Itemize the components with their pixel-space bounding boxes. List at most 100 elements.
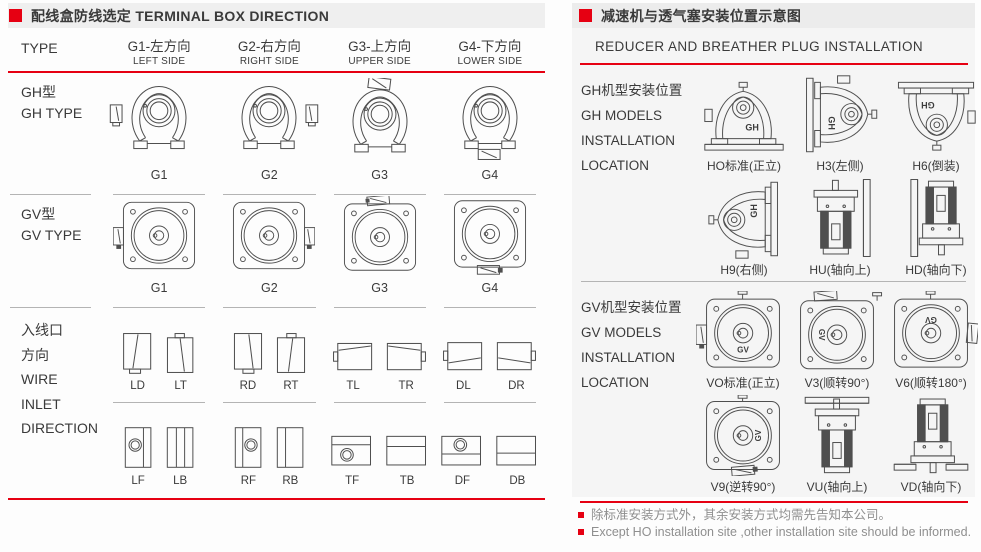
- gv-g2-cell: G2: [214, 195, 324, 308]
- type-column-header: TYPE: [21, 40, 58, 56]
- wire-dr: DR: [494, 339, 538, 392]
- wire-rf: RF: [232, 425, 265, 487]
- wire-lb: LB: [164, 425, 197, 487]
- wire-label-line4: INLET: [21, 395, 61, 412]
- gv-v3-housing-label: GV: [817, 329, 826, 341]
- wire-lt-diagram: [166, 333, 193, 373]
- wire-df-diagram: [441, 435, 482, 466]
- g2-header-zh: G2-右方向: [237, 39, 301, 54]
- gh-gv-divider: [581, 281, 966, 282]
- gh-hu-diagram: [813, 179, 871, 257]
- gv-vo-housing-label: GV: [737, 346, 749, 355]
- gv-label-zh: GV型: [21, 206, 56, 222]
- direction-table-header: TYPE G1-左方向 LEFT SIDE G2-右方向 RIGHT SIDE …: [8, 28, 545, 71]
- gv-row-label: GV型 GV TYPE: [8, 195, 104, 308]
- wire-row-1: LD LT RD RT: [104, 308, 545, 403]
- right-panel-title: 减速机与透气塞安装位置示意图: [601, 7, 802, 24]
- gv-v9-diagram: GV: [706, 395, 780, 476]
- gh-models-line3: INSTALLATION: [581, 133, 676, 148]
- left-title-en: TERMINAL BOX DIRECTION: [135, 7, 330, 24]
- gv-vd-cell: VD(轴向下): [884, 391, 978, 495]
- wire-tr-caption: TR: [398, 380, 414, 392]
- wire-tl-diagram: [333, 342, 373, 371]
- wire-ld-caption: LD: [130, 380, 145, 392]
- footnotes: 除标准安装方式外，其余安装方式均需先告知本公司。 Except HO insta…: [578, 507, 978, 541]
- wire-lf: LF: [122, 425, 155, 487]
- gv-models-label: GV机型安装位置 GV MODELS INSTALLATION LOCATION: [572, 287, 696, 495]
- gh-hu-caption: HU(轴向上): [809, 263, 871, 277]
- gh-h6-diagram: [897, 81, 976, 151]
- wire-rt-diagram: [276, 333, 305, 373]
- gv-models-line4: LOCATION: [581, 375, 650, 390]
- wire-lb-diagram: [166, 427, 193, 468]
- wire-pair-tf-tb: TF TB: [325, 403, 435, 498]
- wire-rd-caption: RD: [239, 380, 257, 392]
- gh-h3-cell: H3(左侧): [792, 70, 888, 174]
- footnote-en: Except HO installation site ,other insta…: [578, 524, 978, 541]
- wire-rf-caption: RF: [240, 475, 257, 487]
- wire-pair-tl-tr: TL TR: [325, 308, 435, 403]
- gv-v3-diagram: GV: [800, 291, 883, 370]
- gh-h9-caption: H9(右侧): [720, 263, 768, 277]
- gv-type-row: GV型 GV TYPE G1 G2 G3: [8, 195, 545, 308]
- wire-dr-caption: DR: [508, 380, 525, 392]
- wire-rt: RT: [274, 331, 308, 392]
- gv-g4-cell: G4: [435, 195, 545, 308]
- wire-pair-df-db: DF DB: [435, 403, 545, 498]
- wire-lf-diagram: [124, 427, 151, 468]
- gv-g1-cell: G1: [104, 195, 214, 308]
- gh-models-line1: GH机型安装位置: [581, 83, 683, 98]
- gv-v6-diagram: GV: [894, 291, 978, 368]
- gv-models-block: GV机型安装位置 GV MODELS INSTALLATION LOCATION…: [572, 282, 978, 495]
- gh-motor-g4-diagram: [462, 86, 518, 160]
- gv-v9-cell: GV V9(逆转90°): [696, 391, 790, 495]
- gv-v3-caption: V3(顺转90°): [804, 376, 870, 390]
- gh-models-label: GH机型安装位置 GH MODELS INSTALLATION LOCATION: [572, 70, 696, 278]
- gv-v6-housing-label: GV: [925, 315, 937, 324]
- gv-vo-diagram: GV: [696, 291, 780, 368]
- wire-pair-dl-dr: DL DR: [435, 308, 545, 403]
- gh-type-row: GH型 GH TYPE G1 G2 G3: [8, 73, 545, 195]
- column-header-g4: G4-下方向 LOWER SIDE: [435, 35, 545, 67]
- gh-motor-g2-diagram: [241, 86, 319, 150]
- g3-header-en: UPPER SIDE: [348, 56, 411, 67]
- gv-g2-caption: G2: [261, 281, 278, 295]
- gv-v6-cell: GV V6(顺转180°): [884, 287, 978, 391]
- g2-header-en: RIGHT SIDE: [239, 56, 299, 67]
- gh-g1-cell: G1: [104, 73, 214, 195]
- gh-ho-diagram: [704, 81, 784, 151]
- gh-h6-caption: H6(倒装): [912, 159, 960, 173]
- g4-header-zh: G4-下方向: [458, 39, 522, 54]
- section-bullet-icon: [579, 9, 592, 22]
- wire-pair-ld-lt: LD LT: [104, 308, 214, 403]
- gv-vo-cell: GV VO标准(正立): [696, 287, 790, 391]
- reducer-installation-panel: 减速机与透气塞安装位置示意图 REDUCER AND BREATHER PLUG…: [572, 3, 978, 503]
- wire-tr: TR: [384, 339, 428, 392]
- column-header-g2: G2-右方向 RIGHT SIDE: [214, 35, 324, 67]
- gv-vu-diagram: [804, 396, 870, 474]
- left-title-zh: 配线盒防线选定: [31, 7, 132, 24]
- wire-lt: LT: [164, 331, 198, 392]
- wire-db-diagram: [496, 435, 537, 466]
- wire-ld-diagram: [122, 333, 151, 374]
- wire-lf-caption: LF: [131, 475, 145, 487]
- gh-g4-caption: G4: [481, 168, 499, 182]
- gv-g4-caption: G4: [481, 281, 499, 295]
- gh-hd-diagram: [910, 179, 964, 257]
- gv-models-line1: GV机型安装位置: [581, 300, 682, 315]
- gv-models-line2: GV MODELS: [581, 325, 662, 340]
- wire-db: DB: [494, 433, 540, 487]
- gv-v9-caption: V9(逆转90°): [710, 480, 776, 494]
- right-header-divider: [580, 63, 968, 65]
- gh-g3-cell: G3: [325, 73, 435, 195]
- wire-label-line3: WIRE: [21, 371, 58, 387]
- wire-dl-diagram: [443, 342, 483, 371]
- footnote-zh-text: 除标准安装方式外，其余安装方式均需先告知本公司。: [591, 508, 892, 522]
- gh-models-line4: LOCATION: [581, 158, 650, 173]
- wire-tf: TF: [329, 433, 375, 487]
- wire-lb-caption: LB: [173, 475, 188, 487]
- wire-inlet-label: 入线口 方向 WIRE INLET DIRECTION: [8, 308, 104, 498]
- right-panel-subtitle: REDUCER AND BREATHER PLUG INSTALLATION: [595, 39, 924, 54]
- wire-row-2: LF LB RF RB: [104, 403, 545, 498]
- g1-header-en: LEFT SIDE: [133, 56, 186, 67]
